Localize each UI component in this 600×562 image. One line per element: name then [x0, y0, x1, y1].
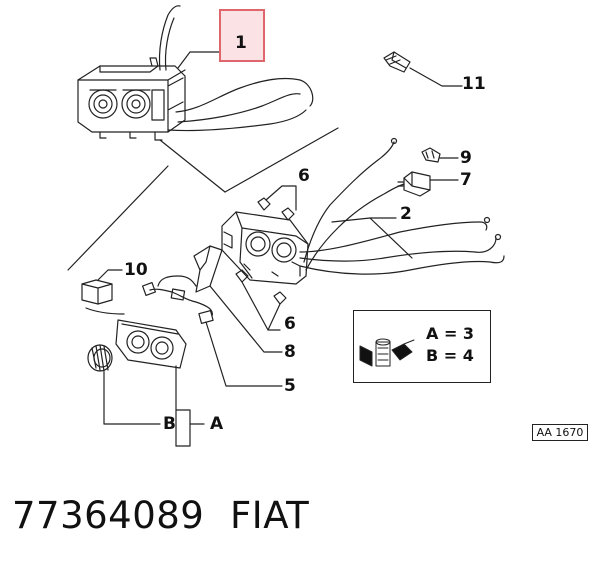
callout-leader-8	[209, 285, 283, 353]
callout-7: 7	[460, 170, 472, 190]
brand-name: FIAT	[230, 494, 310, 537]
climate-control-unit-assembly	[77, 57, 186, 141]
callout-10: 10	[124, 260, 148, 280]
callout-2: 2	[400, 204, 412, 224]
control-cables-unit-1	[167, 77, 314, 132]
callout-6-top: 6	[298, 166, 310, 186]
control-knob-part-b	[87, 344, 113, 372]
exploded-view-guide-lines	[67, 127, 339, 271]
control-cables-part-2	[299, 137, 505, 275]
callout-leader-2	[331, 217, 413, 259]
lamp-bulb-part-11	[383, 51, 411, 73]
clip-part-9	[421, 147, 441, 163]
callout-leader-10	[97, 269, 123, 281]
control-cable-top	[158, 5, 181, 71]
callout-leaders-a-b	[103, 365, 205, 447]
callout-1: 1	[235, 33, 247, 53]
callout-leader-1	[177, 51, 220, 69]
legend-box	[353, 310, 491, 383]
callout-9: 9	[460, 148, 472, 168]
package-quantity-icon	[359, 338, 415, 367]
callout-a: A	[210, 414, 224, 434]
highlighted-part-box	[219, 9, 265, 62]
part-number: 77364089	[12, 494, 205, 537]
exploded-parts-diagram	[67, 5, 505, 447]
callout-b: B	[163, 414, 176, 434]
legend-line-a: A = 3	[426, 324, 475, 343]
callout-6-bottom: 6	[284, 314, 296, 334]
clips-part-6-top	[257, 197, 295, 221]
callout-leader-6-top	[265, 185, 297, 211]
faceplate-part-a	[115, 319, 187, 369]
callout-8: 8	[284, 342, 296, 362]
control-housing	[221, 211, 309, 285]
callout-leader-5	[205, 321, 283, 387]
callout-leader-6-bottom	[241, 281, 281, 331]
callout-5: 5	[284, 376, 296, 396]
callout-11: 11	[462, 74, 486, 94]
wiring-harness-part-10	[81, 275, 214, 324]
callout-leader-11	[409, 67, 463, 87]
legend-line-b: B = 4	[426, 346, 474, 365]
guide-line-faceplate	[85, 307, 125, 315]
bracket-part-8	[193, 245, 223, 293]
reference-code: AA 1670	[532, 424, 588, 441]
clips-part-6-bottom	[235, 269, 287, 305]
